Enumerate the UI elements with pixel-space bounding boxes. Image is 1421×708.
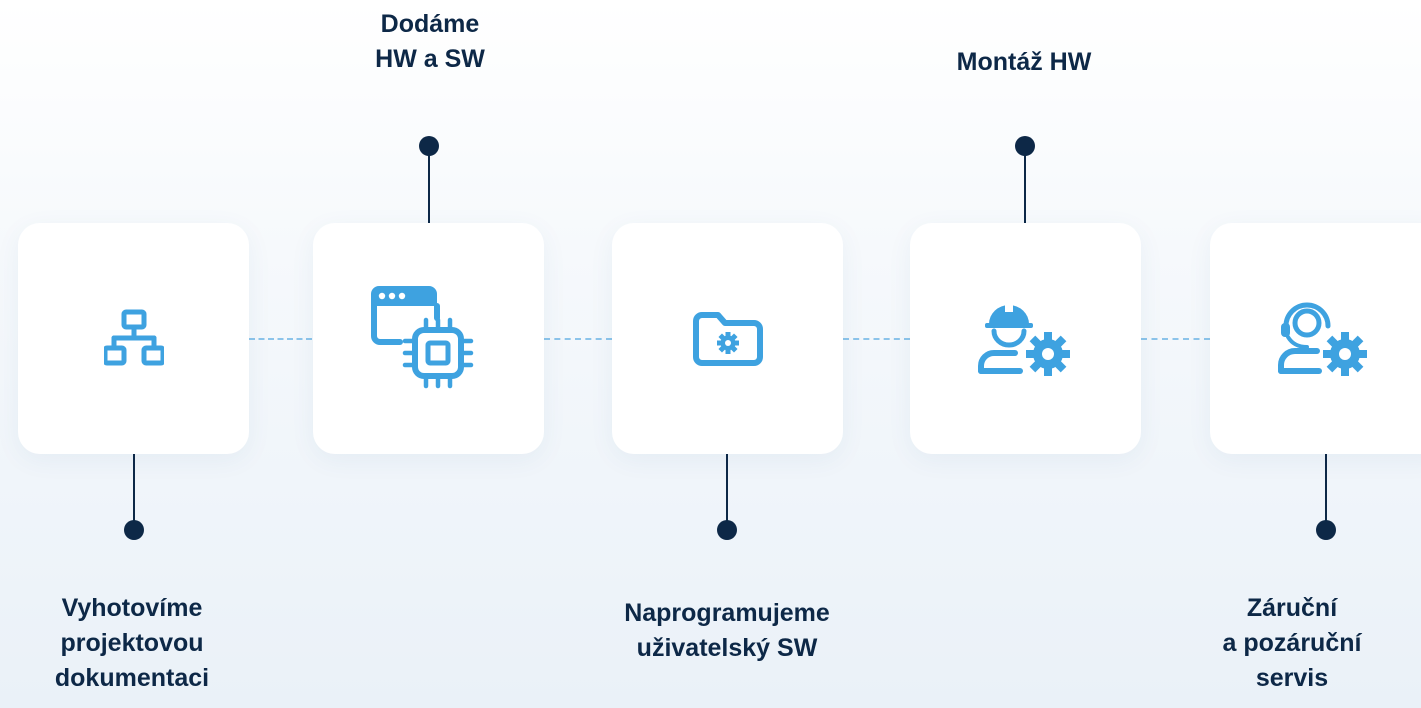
label-line: Záruční — [1246, 594, 1338, 622]
connector-4-5 — [1141, 338, 1210, 340]
support-settings-icon — [1275, 299, 1371, 379]
connector-stem-5 — [1325, 454, 1327, 530]
connector-stem-3 — [726, 454, 728, 530]
step-label-2: Dodáme HW a SW — [280, 7, 580, 77]
label-line: HW a SW — [375, 45, 485, 73]
connector-2-3 — [544, 338, 612, 340]
step-card-5 — [1210, 223, 1421, 454]
marker-dot-5 — [1316, 520, 1336, 540]
step-label-3: Naprogramujeme uživatelský SW — [577, 596, 877, 666]
connector-stem-1 — [133, 454, 135, 530]
label-line: projektovou — [60, 629, 204, 657]
worker-settings-icon — [976, 299, 1076, 379]
connector-1-2 — [249, 338, 312, 340]
network-icon — [103, 309, 164, 369]
label-line: Dodáme — [380, 10, 480, 38]
step-label-1: Vyhotovíme projektovou dokumentaci — [0, 591, 282, 696]
connector-stem-2 — [428, 146, 430, 223]
marker-dot-3 — [717, 520, 737, 540]
label-line: servis — [1255, 664, 1329, 692]
label-line: Naprogramujeme — [624, 599, 830, 627]
label-line: dokumentaci — [54, 664, 210, 692]
connector-stem-4 — [1024, 146, 1026, 223]
label-line: Vyhotovíme — [61, 594, 203, 622]
label-line: Montáž HW — [956, 48, 1092, 76]
hardware-software-icon — [369, 284, 489, 394]
connector-3-4 — [843, 338, 910, 340]
step-label-5: Záruční a pozáruční servis — [1172, 591, 1412, 696]
label-line: a pozáruční — [1222, 629, 1362, 657]
step-card-2 — [313, 223, 544, 454]
marker-dot-1 — [124, 520, 144, 540]
step-card-3 — [612, 223, 843, 454]
step-card-4 — [910, 223, 1141, 454]
step-card-1 — [18, 223, 249, 454]
label-line: uživatelský SW — [636, 634, 818, 662]
folder-settings-icon — [692, 309, 764, 369]
step-label-4: Montáž HW — [874, 45, 1174, 80]
